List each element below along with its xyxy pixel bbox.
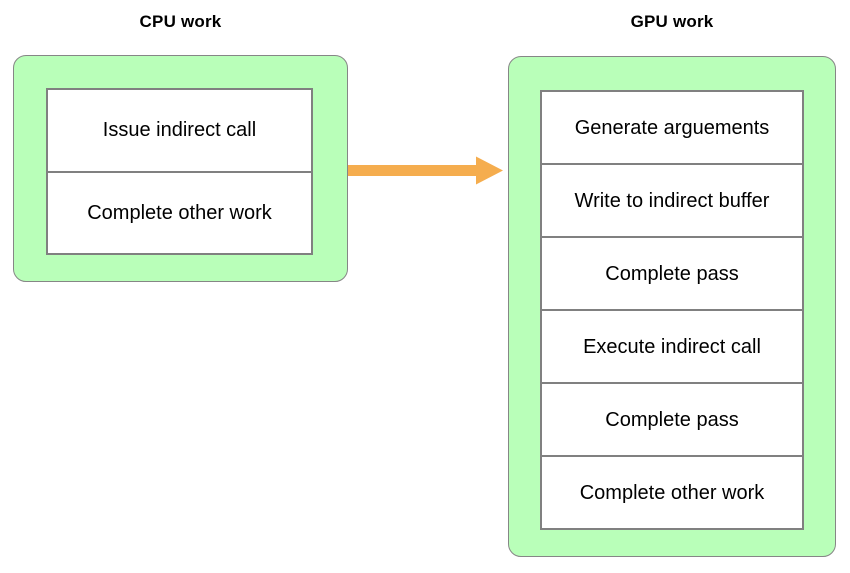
gpu-step-row: Write to indirect buffer	[542, 163, 802, 236]
cpu-step-stack: Issue indirect call Complete other work	[46, 88, 313, 255]
gpu-step-row: Complete pass	[542, 236, 802, 309]
gpu-step-row: Execute indirect call	[542, 309, 802, 382]
gpu-column-title: GPU work	[630, 12, 714, 31]
cpu-to-gpu-connector	[348, 156, 504, 185]
gpu-step-row: Complete pass	[542, 382, 802, 455]
cpu-column-title: CPU work	[139, 12, 222, 31]
gpu-step-row: Generate arguements	[542, 92, 802, 163]
arrow-right-icon	[348, 156, 503, 185]
cpu-step-row: Complete other work	[48, 170, 311, 253]
gpu-step-stack: Generate arguements Write to indirect bu…	[540, 90, 804, 530]
gpu-step-row: Complete other work	[542, 455, 802, 528]
cpu-step-row: Issue indirect call	[48, 90, 311, 171]
